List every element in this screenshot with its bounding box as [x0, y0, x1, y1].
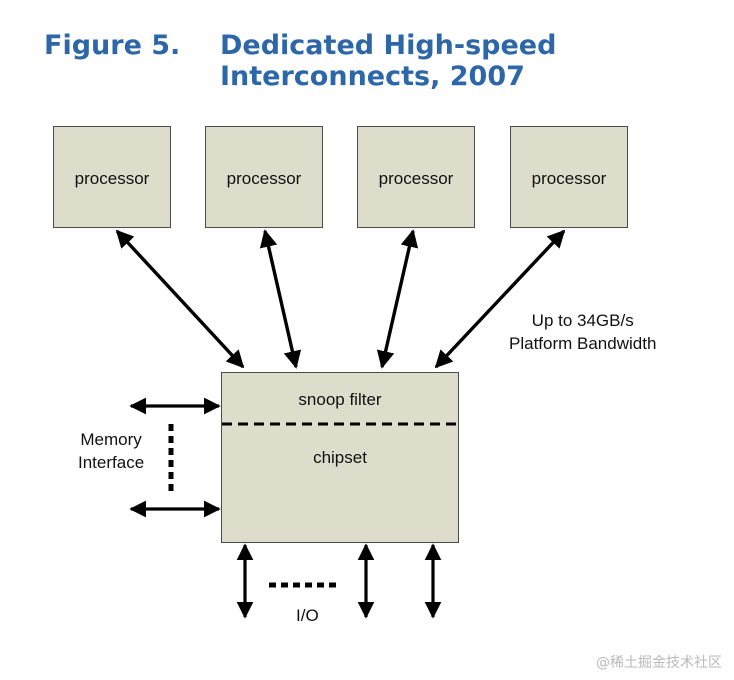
processor-1-link-arrow: [115, 229, 245, 369]
snoop-filter-label: snoop filter: [298, 390, 382, 409]
processor-label: processor: [378, 169, 454, 188]
memory-label-line-1: Memory: [80, 430, 142, 449]
bandwidth-label-line-1: Up to 34GB/s: [531, 311, 634, 330]
watermark-text: @稀土掘金技术社区: [596, 655, 722, 671]
chipset-label: chipset: [313, 448, 367, 467]
figure-number: Figure 5.: [44, 30, 181, 61]
processor-box-3: processor: [357, 126, 475, 228]
processor-3-link-arrow: [376, 229, 419, 369]
processor-box-4: processor: [510, 126, 628, 228]
processor-label: processor: [226, 169, 302, 188]
processor-2-link-arrow: [259, 229, 302, 369]
bandwidth-label-line-2: Platform Bandwidth: [509, 334, 657, 353]
processor-box-2: processor: [205, 126, 323, 228]
memory-label-line-2: Interface: [78, 453, 145, 472]
processor-4-link-arrow: [434, 229, 566, 369]
figure-title-line-2: Interconnects, 2007: [220, 61, 525, 92]
figure-title-line-1: Dedicated High-speed: [220, 30, 557, 61]
processor-box-1: processor: [53, 126, 171, 228]
processor-label: processor: [74, 169, 150, 188]
bandwidth-label: Up to 34GB/s Platform Bandwidth: [509, 309, 656, 355]
io-label: I/O: [296, 606, 319, 625]
memory-interface-label: Memory Interface: [78, 428, 144, 474]
chipset-box: snoop filter chipset: [221, 372, 459, 543]
processor-label: processor: [531, 169, 607, 188]
figure-title: Dedicated High-speed Interconnects, 2007: [220, 30, 556, 92]
